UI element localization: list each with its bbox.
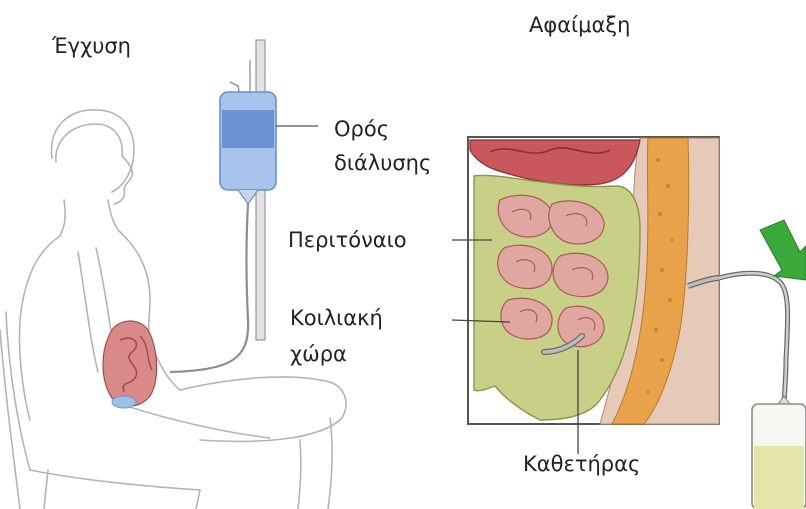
- patient-abdomen-intestines: [103, 321, 157, 408]
- solution-label-line2: διάλυσης: [334, 151, 431, 176]
- infusion-tube: [170, 204, 248, 372]
- cavity-label-line2: χώρα: [290, 342, 347, 367]
- drain-direction-arrow-icon: [760, 220, 806, 280]
- cavity-label-line1: Κοιλιακή: [290, 306, 383, 331]
- infusion-heading: Έγχυση: [52, 34, 131, 59]
- solution-label-line1: Ορός: [334, 117, 389, 142]
- catheter-label: Καθετήρας: [523, 452, 640, 477]
- dialysis-solution-bag: [220, 82, 276, 204]
- drainage-heading: Αφαίμαξη: [529, 13, 630, 38]
- drain-tube: [719, 273, 788, 408]
- abdominal-cross-section: [468, 137, 719, 424]
- drain-bag: [752, 396, 806, 509]
- peritoneum-label: Περιτόναιο: [288, 228, 407, 253]
